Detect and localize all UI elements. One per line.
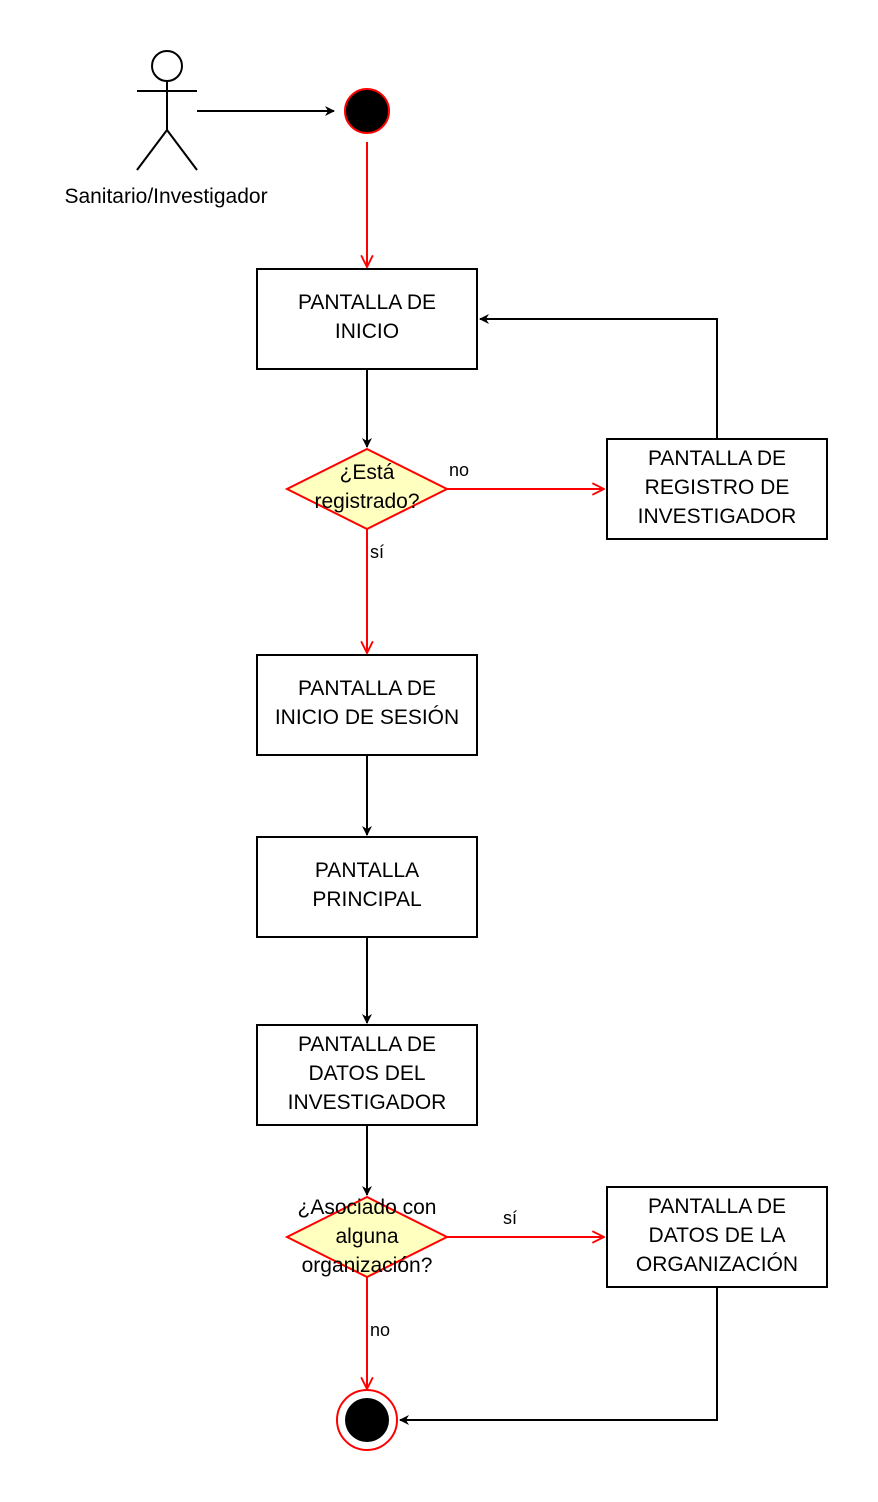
edge-label-registrado-no: no	[449, 460, 469, 480]
node-pantalla-registro-line-1: PANTALLA DE	[648, 447, 786, 470]
node-pantalla-inicio-sesion	[256, 654, 478, 756]
node-pantalla-datos-organizacion-line-1: PANTALLA DE	[648, 1195, 786, 1218]
decision-registrado-line-2: registrado?	[314, 490, 419, 513]
actor-label: Sanitario/Investigador	[64, 185, 267, 208]
start-node	[344, 88, 390, 134]
node-pantalla-inicio-line-2: INICIO	[335, 320, 399, 343]
node-pantalla-datos-investigador-line-2: DATOS DEL	[308, 1062, 425, 1085]
node-pantalla-datos-organizacion	[606, 1186, 828, 1288]
edge-label-registrado-si: sí	[370, 542, 384, 562]
node-pantalla-principal-line-2: PRINCIPAL	[312, 888, 421, 911]
end-node	[336, 1389, 398, 1451]
node-pantalla-inicio-sesion-line-2: INICIO DE SESIÓN	[275, 706, 459, 729]
decision-registrado-line-1: ¿Está	[340, 461, 395, 484]
node-pantalla-principal-line-1: PANTALLA	[315, 859, 419, 882]
node-pantalla-inicio-line-1: PANTALLA DE	[298, 291, 436, 314]
decision-asociado-line-2: alguna	[335, 1225, 398, 1248]
node-pantalla-registro-line-2: REGISTRO DE	[645, 476, 790, 499]
node-pantalla-principal	[256, 836, 478, 938]
node-pantalla-datos-investigador-line-1: PANTALLA DE	[298, 1033, 436, 1056]
edge-registro-to-inicio	[479, 314, 718, 439]
node-pantalla-datos-organizacion-line-2: DATOS DE LA	[649, 1224, 786, 1247]
edge-organizacion-to-end	[399, 1287, 718, 1425]
decision-asociado-line-3: organización?	[302, 1254, 433, 1277]
node-pantalla-registro-line-3: INVESTIGADOR	[638, 505, 797, 528]
node-pantalla-datos-investigador-line-3: INVESTIGADOR	[288, 1091, 447, 1114]
node-pantalla-inicio	[256, 268, 478, 370]
actor-figure	[136, 50, 198, 171]
node-pantalla-inicio-sesion-line-1: PANTALLA DE	[298, 677, 436, 700]
edge-label-asociado-no: no	[370, 1320, 390, 1340]
edge-label-asociado-si: sí	[503, 1208, 517, 1228]
decision-asociado-line-1: ¿Asociado con	[298, 1196, 437, 1219]
node-pantalla-datos-organizacion-line-3: ORGANIZACIÓN	[636, 1253, 798, 1276]
